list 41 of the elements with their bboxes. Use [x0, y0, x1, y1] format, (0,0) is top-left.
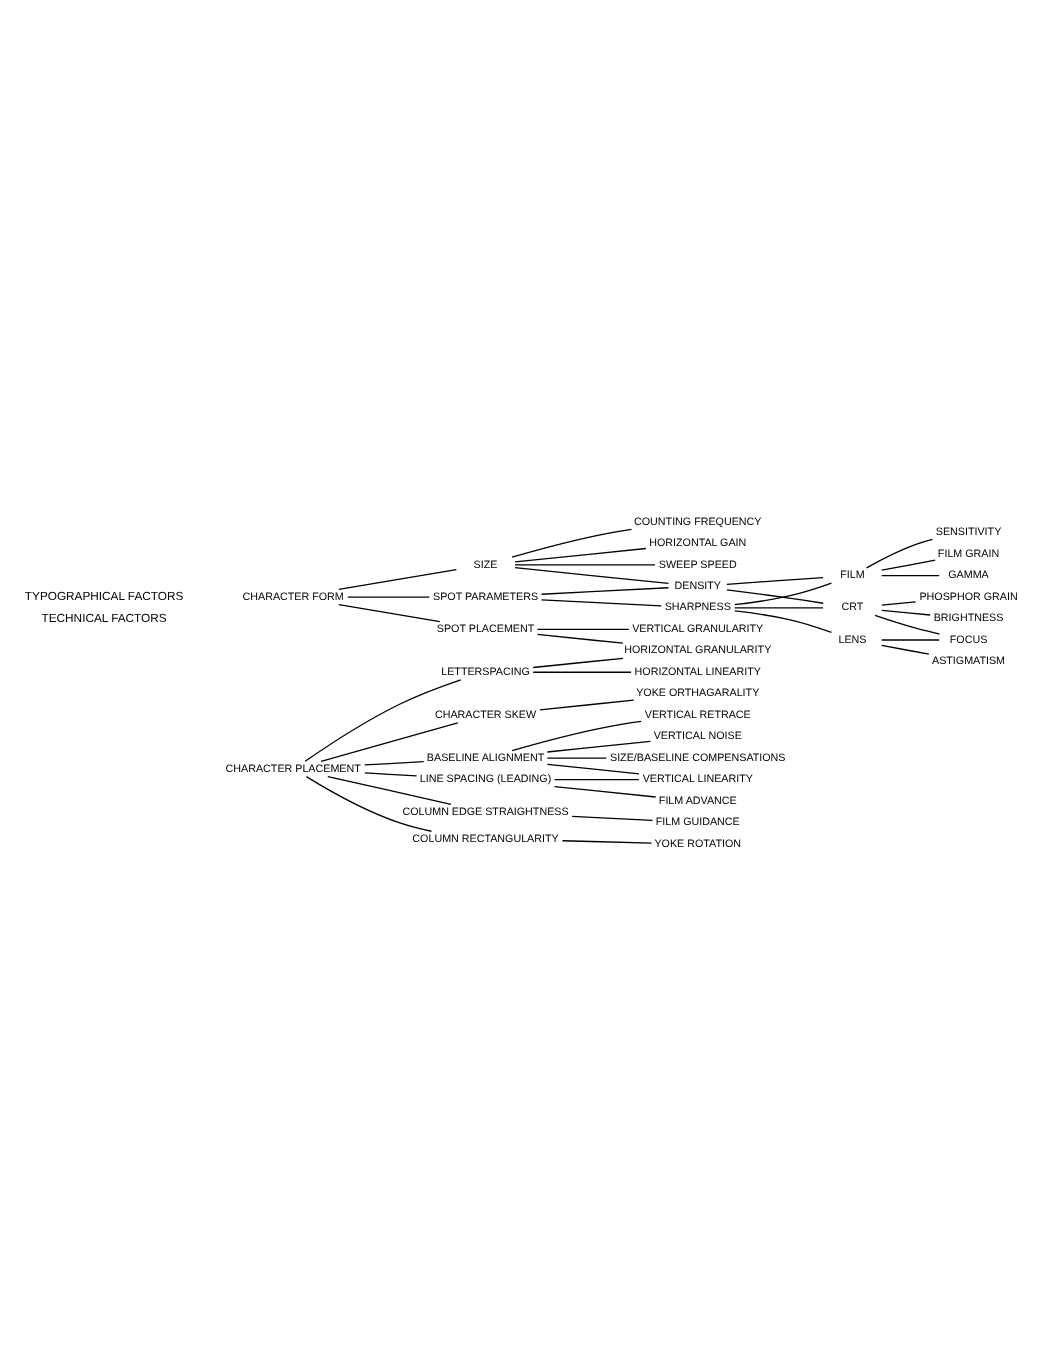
connector	[546, 763, 640, 775]
connector	[514, 567, 670, 585]
connector	[511, 528, 633, 558]
connector	[881, 559, 936, 571]
connector	[320, 722, 459, 763]
connector	[881, 601, 917, 606]
connector	[553, 786, 657, 798]
connector	[571, 815, 654, 822]
connector	[874, 614, 941, 635]
connector	[539, 699, 635, 711]
connector	[532, 657, 624, 669]
connector	[338, 603, 441, 623]
connector	[881, 574, 940, 577]
connector	[514, 564, 656, 566]
connector	[881, 609, 931, 616]
connector	[726, 589, 824, 604]
connector	[540, 587, 670, 595]
connector	[553, 779, 640, 781]
connector	[561, 840, 653, 844]
connector	[734, 610, 833, 634]
connector	[881, 644, 930, 655]
connector	[305, 775, 433, 832]
connector	[536, 633, 624, 644]
connector	[304, 679, 462, 762]
connector	[726, 576, 824, 585]
connector	[511, 720, 642, 752]
connector	[364, 761, 425, 766]
connector	[546, 757, 607, 759]
connector	[881, 639, 940, 641]
connector	[364, 772, 418, 777]
connector	[327, 775, 452, 805]
connector	[540, 599, 662, 607]
connector	[733, 607, 824, 609]
connector	[546, 740, 652, 753]
connector	[734, 582, 833, 606]
connector	[536, 628, 630, 630]
connector	[514, 547, 647, 563]
connector	[338, 568, 457, 591]
connector	[347, 596, 431, 598]
connector	[865, 538, 934, 569]
connector	[532, 671, 632, 673]
